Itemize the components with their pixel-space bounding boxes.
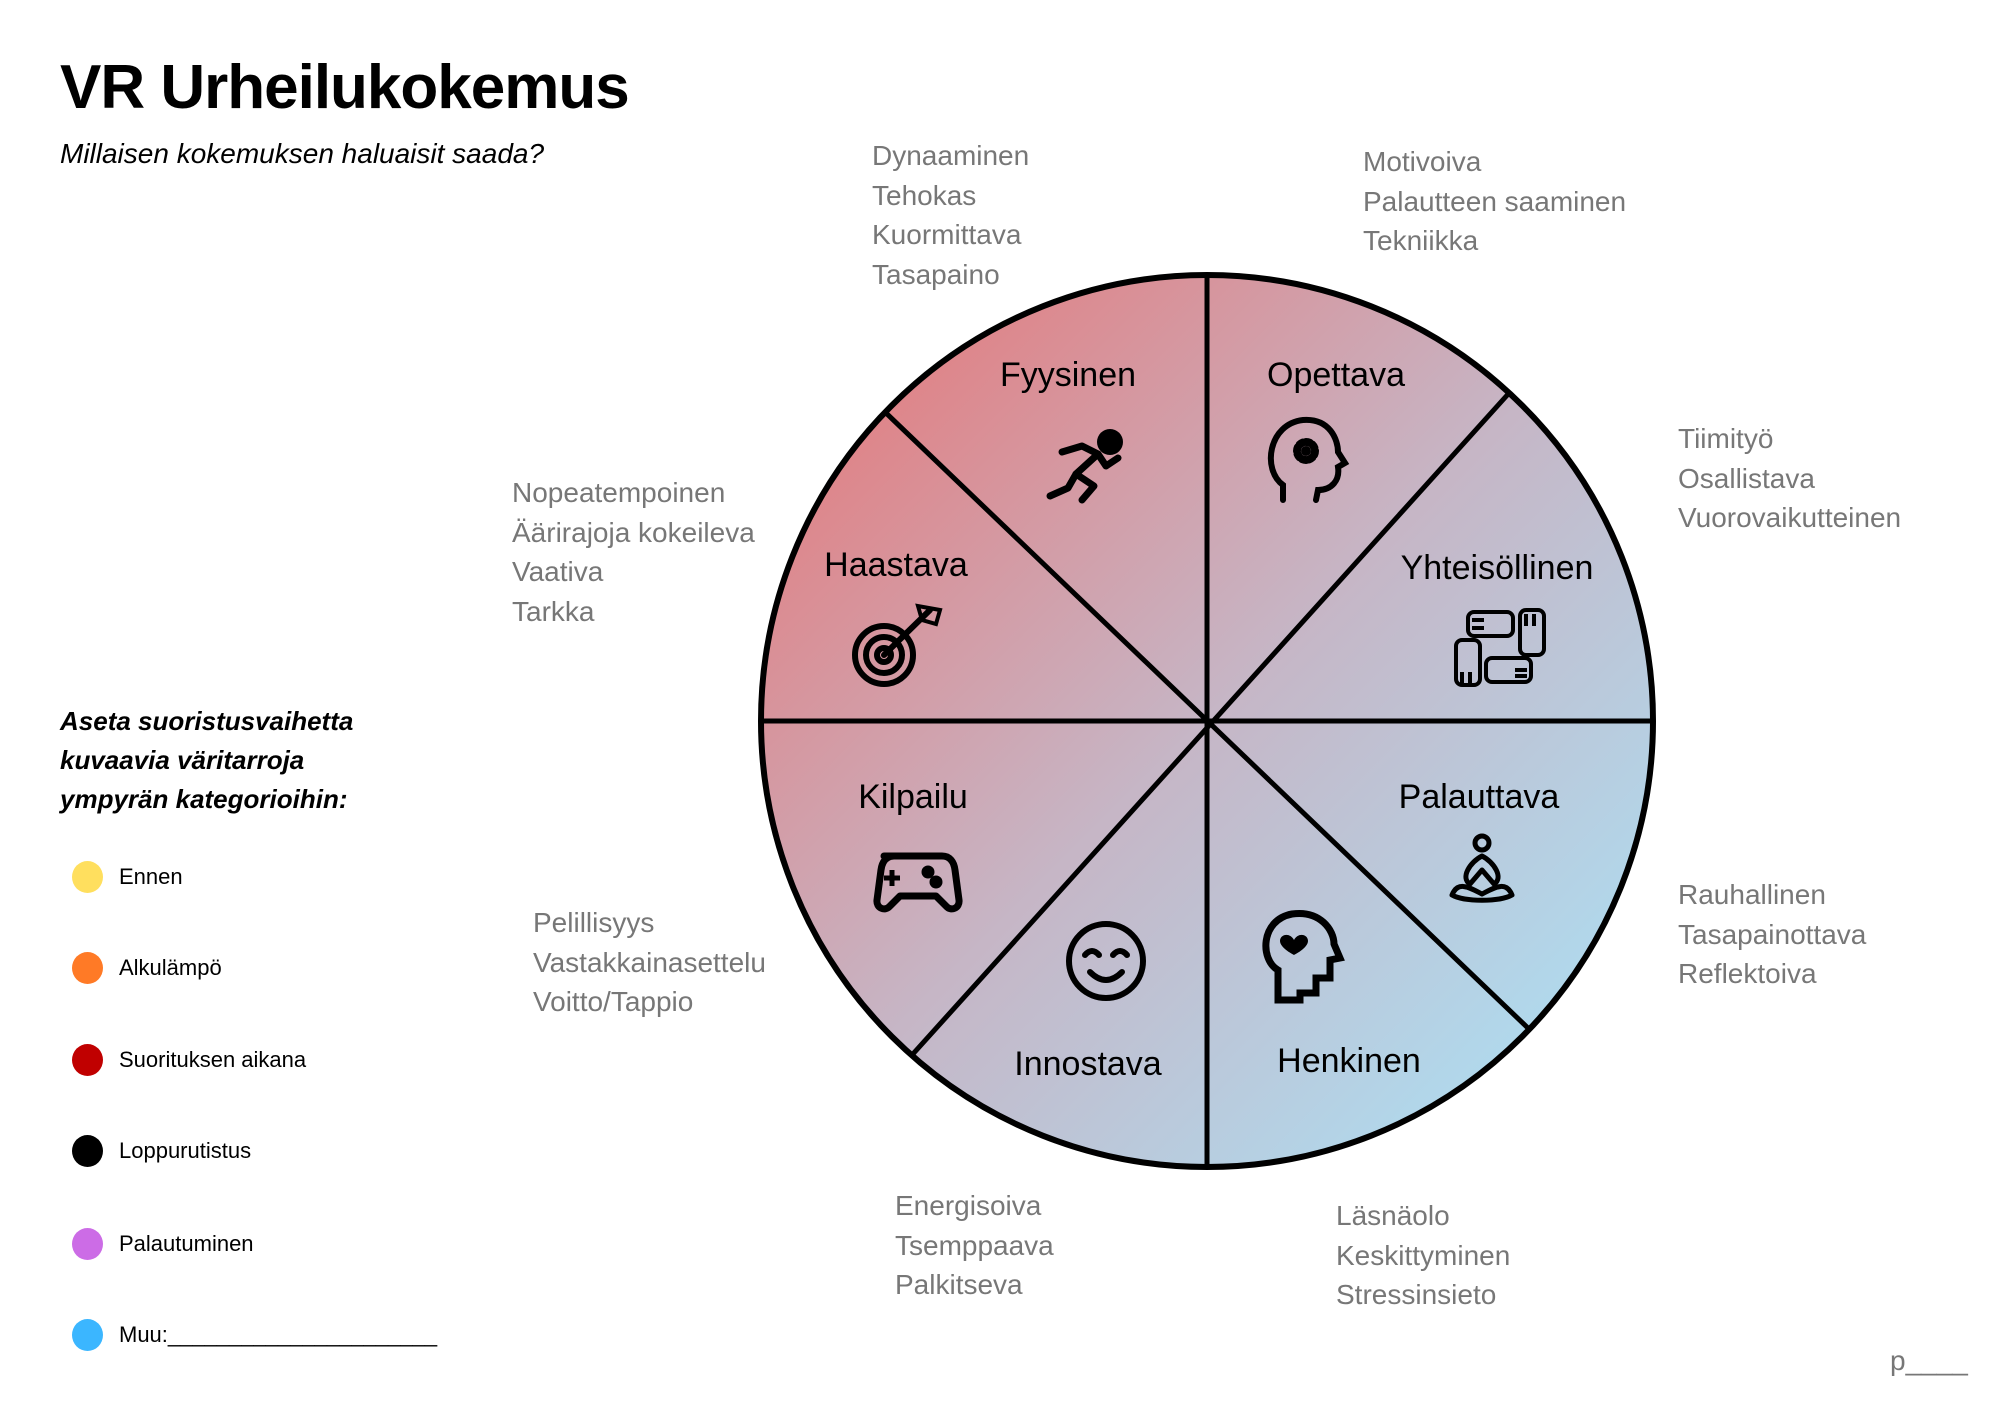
segment-label-innostava: Innostava [1014,1045,1162,1083]
word: Tiimityö [1678,423,1774,454]
word: Vastakkainasettelu [533,946,766,978]
segment-label-kilpailu: Kilpailu [858,778,968,816]
word: Läsnäolo [1336,1200,1450,1231]
wheel-dividers [761,275,1653,1167]
teamwork-hands-icon [1454,608,1546,687]
color-dot-icon [72,1228,103,1260]
color-dot-icon [72,1135,103,1167]
legend-heading-line: kuvaavia väritarroja [60,745,305,775]
word: Tasapainottava [1678,918,1867,950]
word: Rauhallinen [1678,879,1826,910]
target-icon [852,603,943,687]
word: Energisoiva [895,1190,1042,1221]
word: Voitto/Tappio [533,986,694,1017]
segment-label-opettava: Opettava [1267,356,1405,394]
word: Äärirajoja kokeileva [512,516,755,548]
word-list-innostava: Energisoiva Tsemppaava Palkitseva [895,1186,1054,1305]
word: Tekniikka [1363,225,1479,256]
legend-label: Alkulämpö [119,955,222,980]
color-dot-icon [72,861,103,893]
meditation-icon [1449,833,1515,903]
word: Vaativa [512,556,604,587]
segment-label-fyysinen: Fyysinen [1000,356,1136,394]
legend-item-alkulampo: Alkulämpö [72,952,222,984]
word: Tehokas [872,179,977,211]
word-list-opettava: Motivoiva Palautteen saaminen Tekniikka [1363,142,1626,261]
legend-label: Ennen [119,864,183,889]
word-list-palauttava: Rauhallinen Tasapainottava Reflektoiva [1678,875,1866,994]
word-list-henkinen: Läsnäolo Keskittyminen Stressinsieto [1336,1196,1510,1315]
gamepad-icon [873,852,963,913]
word-list-kilpailu: Pelillisyys Vastakkainasettelu Voitto/Ta… [533,903,766,1022]
color-dot-icon [72,1044,103,1076]
word: Reflektoiva [1678,958,1817,989]
legend-label: Suorituksen aikana [119,1047,307,1072]
color-dot-icon [72,952,103,984]
legend-item-ennen: Ennen [72,861,183,893]
word-list-yhteisollinen: Tiimityö Osallistava Vuorovaikutteinen [1678,419,1901,538]
word: Motivoiva [1363,146,1482,177]
word: Stressinsieto [1336,1279,1497,1310]
legend-item-loppurutistus: Loppurutistus [72,1135,251,1167]
segment-label-henkinen: Henkinen [1277,1042,1421,1080]
legend-label: Loppurutistus [119,1138,252,1163]
word: Palkitseva [895,1269,1023,1300]
legend-heading-line: ympyrän kategorioihin: [60,784,348,814]
head-gear-icon [1267,416,1350,503]
legend-heading: Aseta suoristusvaihetta kuvaavia väritar… [60,702,353,819]
legend-heading-line: Aseta suoristusvaihetta [60,706,354,736]
word: Tarkka [512,595,595,627]
word: Vuorovaikutteinen [1678,502,1902,533]
word: Tsemppaava [895,1229,1054,1261]
legend-item-suorituksen-aikana: Suorituksen aikana [72,1044,306,1076]
page-title: VR Urheilukokemus [60,53,630,122]
word: Pelillisyys [533,907,655,938]
runner-icon [1046,429,1123,504]
legend-label: Muu:______________________ [119,1322,438,1347]
page-number: p____ [1890,1345,1968,1376]
smiley-icon [1066,921,1146,1001]
head-heart-icon [1262,910,1345,1004]
segment-label-haastava: Haastava [824,546,968,584]
word: Osallistava [1678,462,1815,494]
word: Tasapaino [872,258,1000,290]
segment-label-yhteisollinen: Yhteisöllinen [1401,549,1594,587]
word: Palautteen saaminen [1363,185,1627,217]
word-list-haastava: Nopeatempoinen Äärirajoja kokeileva Vaat… [512,473,755,631]
legend-label: Palautuminen [119,1231,254,1256]
word: Kuormittava [872,219,1022,250]
segment-label-palauttava: Palauttava [1399,778,1560,816]
legend-item-muu: Muu:______________________ [72,1319,437,1351]
page-subtitle: Millaisen kokemuksen haluaisit saada? [60,138,545,169]
legend-item-palautuminen: Palautuminen [72,1228,254,1260]
word: Dynaaminen [872,140,1030,171]
word-list-fyysinen: Dynaaminen Tehokas Kuormittava Tasapaino [872,136,1029,294]
color-dot-icon [72,1319,103,1351]
word: Keskittyminen [1336,1239,1511,1271]
word: Nopeatempoinen [512,477,726,508]
